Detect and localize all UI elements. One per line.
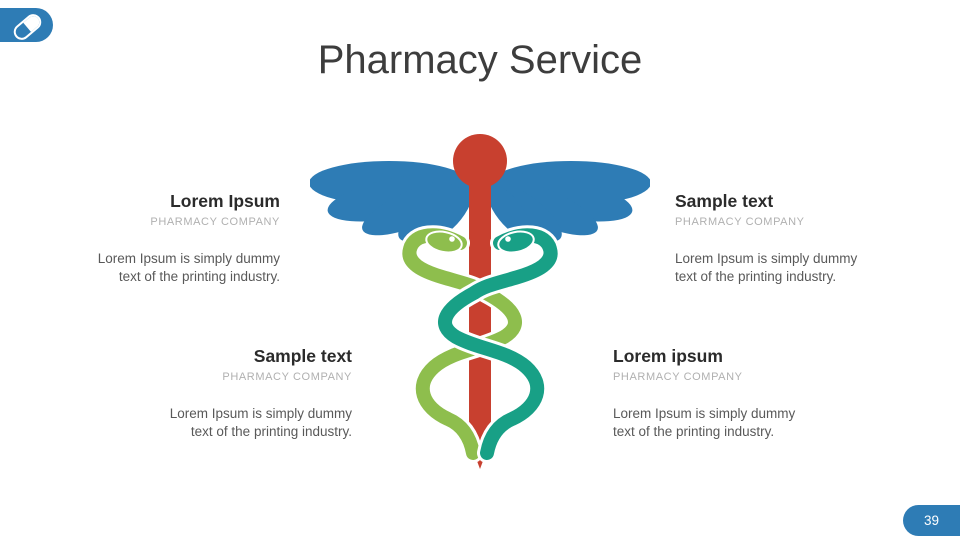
block-heading: Sample text bbox=[253, 346, 352, 366]
left-wing-icon bbox=[310, 161, 474, 242]
staff-rod bbox=[469, 171, 491, 469]
snake-eye bbox=[505, 236, 511, 242]
block-body: Lorem Ipsum is simply dummy text of the … bbox=[613, 406, 796, 439]
block-subheading: PHARMACY COMPANY bbox=[222, 371, 352, 383]
staff-knob bbox=[453, 134, 507, 188]
text-block-top-left: Lorem Ipsum PHARMACY COMPANY Lorem Ipsum… bbox=[83, 191, 280, 285]
pill-icon-half bbox=[22, 12, 44, 33]
block-body: Lorem Ipsum is simply dummy text of the … bbox=[675, 251, 858, 284]
caduceus-icon bbox=[310, 134, 650, 469]
text-block-top-right: Sample text PHARMACY COMPANY Lorem Ipsum… bbox=[675, 191, 872, 285]
block-heading: Lorem ipsum bbox=[613, 346, 723, 366]
block-body: Lorem Ipsum is simply dummy text of the … bbox=[97, 251, 280, 284]
text-block-bottom-left: Sample text PHARMACY COMPANY Lorem Ipsum… bbox=[155, 346, 352, 440]
block-subheading: PHARMACY COMPANY bbox=[675, 216, 805, 228]
right-wing-icon bbox=[486, 161, 650, 242]
teal-snake bbox=[438, 228, 558, 460]
light-green-snake bbox=[402, 228, 522, 460]
block-body: Lorem Ipsum is simply dummy text of the … bbox=[169, 406, 352, 439]
page-number: 39 bbox=[923, 513, 940, 528]
page-title: Pharmacy Service bbox=[317, 38, 643, 82]
text-block-bottom-right: Lorem ipsum PHARMACY COMPANY Lorem Ipsum… bbox=[613, 346, 810, 440]
block-subheading: PHARMACY COMPANY bbox=[613, 371, 743, 383]
block-heading: Sample text bbox=[675, 191, 774, 211]
block-heading: Lorem Ipsum bbox=[170, 191, 280, 211]
block-subheading: PHARMACY COMPANY bbox=[150, 216, 280, 228]
pill-badge bbox=[0, 8, 53, 44]
page-number-badge: 39 bbox=[903, 505, 960, 536]
snake-eye bbox=[449, 236, 455, 242]
